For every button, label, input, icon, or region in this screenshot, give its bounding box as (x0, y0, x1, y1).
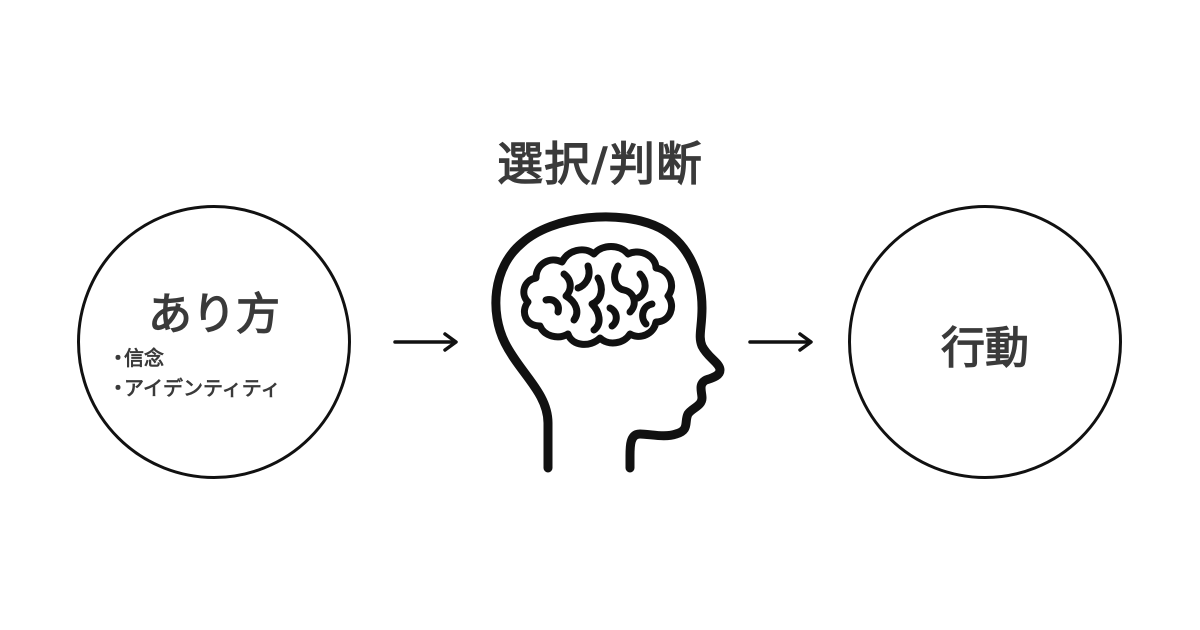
arrow-right-icon (393, 332, 458, 352)
bullet-item: ・信念 (108, 343, 281, 373)
brain-icon (520, 243, 675, 348)
left-circle-bullets: ・信念 ・アイデンティティ (108, 343, 281, 403)
bullet-text: アイデンティティ (124, 376, 281, 400)
right-circle-title: 行動 (941, 323, 1029, 374)
bullet-item: ・アイデンティティ (108, 373, 281, 403)
diagram-title: 選択/判断 (497, 137, 703, 191)
bullet-marker: ・ (108, 376, 128, 400)
left-circle (77, 205, 351, 479)
arrow-right-icon (748, 332, 813, 352)
left-circle-title: あり方 (148, 289, 280, 340)
right-circle (848, 205, 1122, 479)
bullet-text: 信念 (124, 346, 164, 370)
bullet-marker: ・ (108, 346, 128, 370)
head-brain-icon (491, 212, 725, 473)
